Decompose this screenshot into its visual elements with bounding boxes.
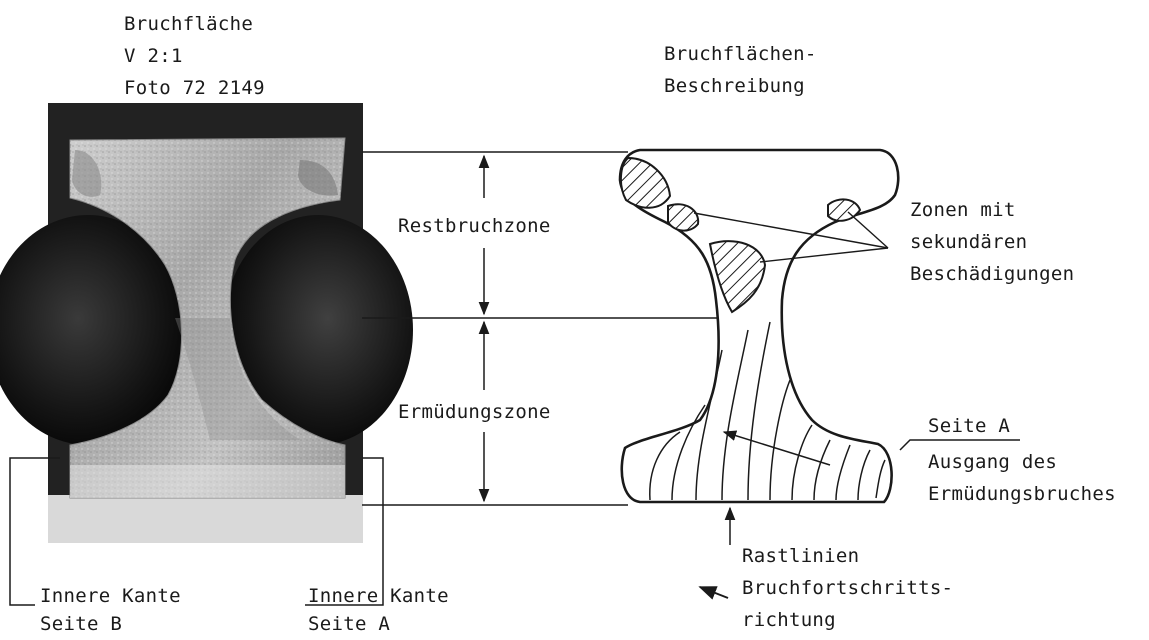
label-restbruchzone: Restbruchzone (398, 214, 551, 238)
label-zonen-line-1: Zonen mit (910, 198, 1016, 222)
label-kante-b-line-1: Innere Kante (40, 584, 181, 608)
label-zonen-line-3: Beschädigungen (910, 262, 1074, 286)
sketch-title-line-1: Bruchflächen- (664, 42, 817, 66)
label-ausgang-line-1: Ausgang des (928, 450, 1057, 474)
bracket-seite-a (305, 458, 383, 605)
label-ermuedungszone: Ermüdungszone (398, 400, 551, 424)
caption-line-2: V 2:1 (124, 44, 183, 68)
bracket-seite-b (10, 458, 60, 605)
label-kante-a-line-1: Innere Kante (308, 584, 449, 608)
label-zonen-line-2: sekundären (910, 230, 1027, 254)
label-seite-a: Seite A (928, 414, 1010, 438)
label-rastlinien: Rastlinien (742, 544, 859, 568)
label-fortschritt-line-2: richtung (742, 608, 836, 632)
direction-arrow (700, 587, 728, 598)
label-ausgang-line-2: Ermüdungsbruches (928, 482, 1116, 506)
label-fortschritt-line-1: Bruchfortschritts- (742, 576, 953, 600)
seite-a-underline (900, 440, 1020, 450)
caption-line-1: Bruchfläche (124, 12, 253, 36)
sketch-title-line-2: Beschreibung (664, 74, 805, 98)
caption-line-3: Foto 72 2149 (124, 76, 265, 100)
label-kante-a-line-2: Seite A (308, 612, 390, 636)
label-kante-b-line-2: Seite B (40, 612, 122, 636)
